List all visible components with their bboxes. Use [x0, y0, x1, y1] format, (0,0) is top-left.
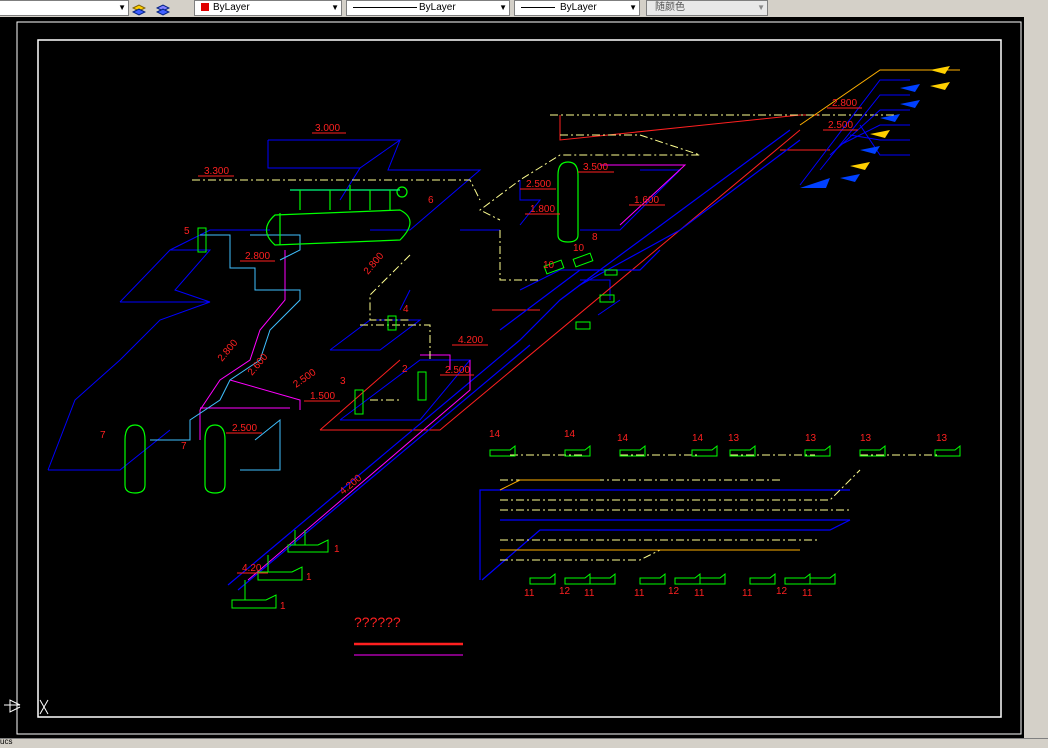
properties-toolbar: ▼ ByLayer ▼ ByLayer ▼ ByLayer ▼ 随颜色 ▼ [0, 0, 1048, 17]
tag: 4 [403, 304, 409, 315]
plotstyle-value: 随颜色 [655, 2, 685, 13]
elev-label: 4.200 [338, 473, 365, 498]
elev-label: 2.800 [216, 337, 241, 364]
tag: 5 [184, 226, 190, 237]
tag: 11 [584, 588, 595, 599]
cad-drawing: ?????? 3.000 3.300 2.800 2.800 2.800 2.6… [4, 21, 1022, 735]
elev-label: 2.500 [291, 367, 318, 391]
tag: 13 [860, 433, 872, 444]
layer-stack-icon[interactable] [155, 1, 171, 16]
elev-label: 2.500 [232, 423, 257, 434]
plotstyle-control[interactable]: 随颜色 ▼ [646, 0, 768, 16]
tag: 10 [573, 243, 585, 254]
orange-lines [499, 69, 960, 551]
tag: 13 [805, 433, 817, 444]
tag: 14 [617, 433, 629, 444]
tag: 1 [334, 544, 340, 555]
status-text: ucs [0, 737, 13, 746]
chevron-down-icon[interactable]: ▼ [629, 3, 637, 12]
tag: 14 [564, 429, 576, 440]
chevron-down-icon[interactable]: ▼ [757, 3, 765, 12]
outer-frame [16, 21, 1022, 735]
tag: 12 [559, 586, 571, 597]
tag: 7 [181, 441, 187, 452]
building-outline-blue [47, 139, 500, 471]
red-main-pipes [319, 114, 830, 431]
tag: 6 [428, 195, 434, 206]
elev-label: 2.500 [828, 120, 853, 131]
lineweight-value: ByLayer [560, 2, 597, 13]
tag: 12 [668, 586, 680, 597]
linetype-sample [353, 7, 417, 8]
tag: 2 [402, 364, 408, 375]
equipment-tags: 1 1 1 2 3 4 5 6 7 7 10 10 8 11 11 11 11 … [100, 195, 948, 612]
elev-label: 4.200 [458, 335, 483, 346]
magenta-pipes [199, 164, 687, 656]
tag: 14 [489, 429, 501, 440]
linetype-value: ByLayer [419, 2, 456, 13]
tag: 1 [280, 601, 286, 612]
outlet-array [799, 66, 950, 188]
color-swatch-icon [201, 3, 209, 11]
vertical-vessel-7a [124, 424, 146, 494]
tag: 7 [100, 430, 106, 441]
tag: 12 [776, 586, 788, 597]
tag: 10 [543, 260, 555, 271]
tag: 14 [692, 433, 704, 444]
elev-label: 2.600 [246, 351, 271, 378]
color-control[interactable]: ByLayer ▼ [194, 0, 342, 16]
cyan-pipe-run [150, 234, 301, 471]
elev-label: 2.800 [832, 98, 857, 109]
ucs-icon [4, 699, 49, 715]
tag: 11 [802, 588, 813, 599]
tag: 13 [728, 433, 740, 444]
lineweight-sample [521, 7, 555, 8]
small-equipment [197, 227, 961, 609]
tag: 8 [592, 232, 598, 243]
elev-label: 2.800 [362, 250, 387, 277]
chevron-down-icon[interactable]: ▼ [331, 3, 339, 12]
tag: 11 [634, 588, 645, 599]
horizontal-vessel-6 [265, 185, 411, 246]
tag: 11 [742, 588, 753, 599]
elev-label: 3.500 [583, 162, 608, 173]
elev-label: 1.800 [530, 204, 555, 215]
dashdot-lines [192, 114, 940, 561]
elev-label: 2.800 [245, 251, 270, 262]
drawing-canvas[interactable]: ?????? 3.000 3.300 2.800 2.800 2.800 2.6… [0, 17, 1024, 738]
blue-main-pipes [227, 129, 851, 591]
elev-label: 3.000 [315, 123, 340, 134]
vertical-vessel-8 [557, 161, 579, 243]
elevation-labels: 3.000 3.300 2.800 2.800 2.800 2.600 4.20… [198, 98, 862, 574]
elev-label: 2.500 [445, 365, 470, 376]
drawing-border [37, 39, 1002, 718]
legend: ?????? [354, 614, 463, 646]
elev-label: 1.500 [310, 391, 335, 402]
elev-label: 4.20 [242, 563, 262, 574]
chevron-down-icon[interactable]: ▼ [118, 3, 126, 12]
layer-combo-tail[interactable]: ▼ [0, 0, 129, 16]
status-bar: ucs [0, 737, 1048, 748]
legend-title: ?????? [354, 614, 401, 630]
vertical-scrollbar[interactable] [1024, 17, 1048, 738]
tag: 11 [694, 588, 705, 599]
chevron-down-icon[interactable]: ▼ [499, 3, 507, 12]
layer-previous-icon[interactable] [131, 1, 147, 16]
tag: 11 [524, 588, 535, 599]
elev-label: 3.300 [204, 166, 229, 177]
elev-label: 2.500 [526, 179, 551, 190]
elev-label: 1.600 [634, 195, 659, 206]
tag: 1 [306, 572, 312, 583]
lineweight-control[interactable]: ByLayer ▼ [514, 0, 640, 16]
vertical-vessel-7b [204, 424, 226, 494]
linetype-control[interactable]: ByLayer ▼ [346, 0, 510, 16]
color-value: ByLayer [213, 2, 250, 13]
tag: 13 [936, 433, 948, 444]
tag: 3 [340, 376, 346, 387]
